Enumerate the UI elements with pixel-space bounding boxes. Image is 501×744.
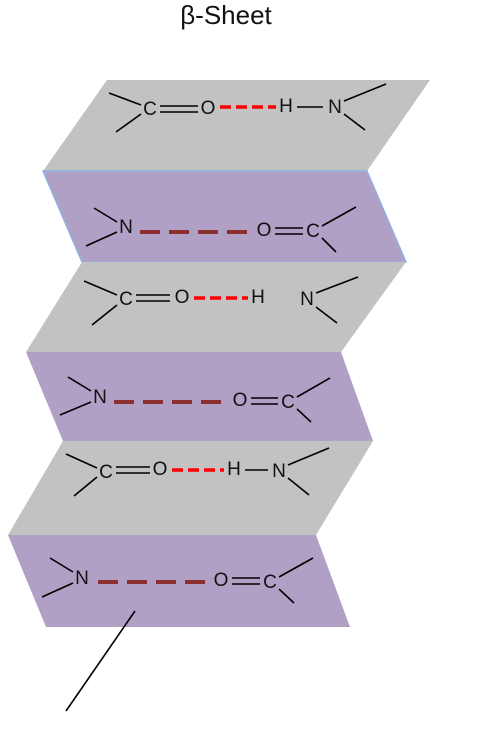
hydrogen-atom: H [279,96,293,117]
carbon-atom: C [119,289,133,310]
strand-plane-6 [8,535,350,627]
strand-6-carbonyl-group: O C [214,557,314,604]
strand-plane-4 [26,352,373,441]
nitrogen-atom: N [300,289,314,310]
oxygen-atom: O [153,459,168,480]
leader-line [65,610,136,712]
oxygen-atom: O [233,390,248,411]
nitrogen-atom: N [93,387,107,408]
strand-2-carbonyl-group: O C [257,206,357,253]
strand-plane-1 [43,80,430,171]
strand-3-amine-group: H N [251,276,359,324]
carbon-atom: C [99,462,113,483]
strand-plane-2 [41,170,408,263]
oxygen-atom: O [175,287,190,308]
oxygen-atom: O [201,98,216,119]
carbon-atom: C [281,392,295,413]
strand-6-amine-group: N [41,557,89,598]
carbon-atom: C [306,221,320,242]
nitrogen-atom: N [272,461,286,482]
carbon-atom: C [143,99,157,120]
carbon-atom: C [263,572,277,593]
strand-4-amine-group: N [59,376,107,416]
strand-3-carbonyl-group: C O [83,280,190,326]
oxygen-atom: O [257,220,272,241]
hydrogen-atom: H [251,287,265,308]
hydrogen-atom: H [227,459,241,480]
nitrogen-atom: N [328,97,342,118]
strand-1-carbonyl-group: C O [108,92,216,133]
strand-5-amine-group: H N [227,447,330,496]
nitrogen-atom: N [75,568,89,589]
strand-plane-3 [26,262,406,352]
strand-plane-5 [8,441,373,535]
diagram-title: β-Sheet [180,0,272,30]
oxygen-atom: O [214,570,229,591]
strand-4-carbonyl-group: O C [233,377,331,423]
strand-1-amine-group: H N [279,83,387,131]
strand-2-amine-group: N [85,207,133,247]
nitrogen-atom: N [119,217,133,238]
strand-5-carbonyl-group: C O [65,453,168,497]
